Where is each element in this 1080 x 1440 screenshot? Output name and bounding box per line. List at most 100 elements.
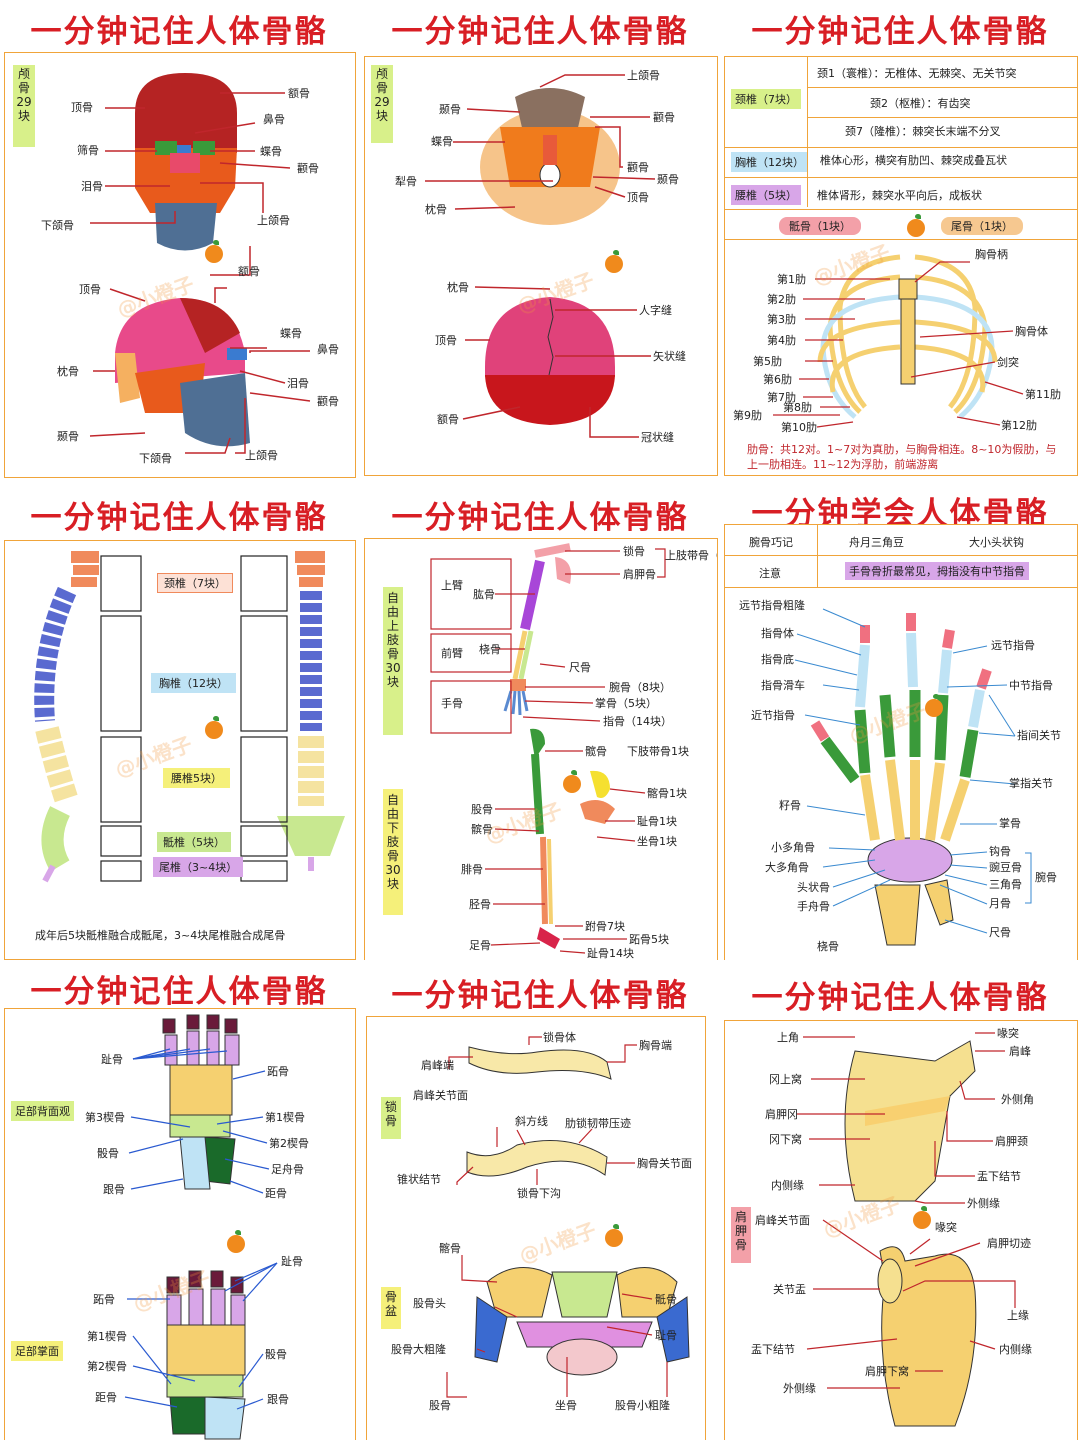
content-box: 足部背面观 足部掌面: [4, 1008, 356, 1440]
orange-icon: [605, 250, 623, 273]
label-coracoid-2: 喙突: [935, 1220, 957, 1234]
tag-lumbar: 腰椎5块）: [163, 768, 230, 788]
label-infraglenoid: 盂下结节: [977, 1170, 1021, 1183]
rib-note: 肋骨：共12对。1~7对为真肋，与胸骨相连。8~10为假肋，与上一肋相连。11~…: [747, 443, 1057, 471]
label-middle-phalanx: 中节指骨: [1009, 678, 1053, 692]
orange-icon: [205, 716, 223, 739]
label-maxilla: 上颌骨: [257, 213, 290, 227]
spine-diagram: [34, 551, 345, 883]
tag-sacrum: 骶骨（1块）: [779, 217, 861, 235]
label-carpals: 腕骨（8块）: [609, 680, 671, 694]
tag-thoracic: 胸椎（12块）: [731, 152, 808, 172]
label-occipital-2: 枕骨: [447, 280, 469, 294]
label-cuneiform-3: 第3楔骨: [85, 1110, 125, 1124]
label-acromial-facet: 肩峰关节面: [755, 1213, 810, 1227]
scapula-diagram: 上角 喙突 肩峰 冈上窝 外侧角 肩胛冈 冈下窝 肩胛颈 盂下结节 内侧缘 外侧…: [751, 1026, 1034, 1427]
label-mandible-2: 下颌骨: [139, 451, 172, 465]
label-toes: 趾骨14块: [587, 946, 634, 960]
tag-lumbar: 腰椎（5块）: [731, 185, 801, 205]
label-spine: 肩胛冈: [765, 1107, 798, 1121]
label-metatarsals: 跖骨: [267, 1065, 289, 1078]
label-ischium: 坐骨: [555, 1399, 577, 1412]
label-toes-2: 趾骨: [281, 1254, 303, 1268]
label-distal-phalanx: 远节指骨: [991, 638, 1035, 652]
tag-cervical: 颈椎（7块）: [157, 573, 233, 593]
label-scaphoid: 手舟骨: [797, 899, 830, 913]
orange-icon: [227, 1230, 245, 1253]
spine-side: [34, 551, 99, 883]
label-ilium: 髂骨: [439, 1241, 461, 1255]
label-phalanx-body: 指骨体: [761, 626, 794, 640]
clavicle-pelvis-diagram: 锁骨体 胸骨端 肩峰端 肩峰关节面 斜方线 肋锁韧带压迹 胸骨关节面 锥状结节 …: [391, 1030, 692, 1412]
skull-side: [115, 298, 250, 447]
label-parietal-2: 顶骨: [435, 334, 457, 347]
label-sphenoid: 蝶骨: [260, 144, 282, 158]
label-trapezoid-line: 斜方线: [515, 1114, 548, 1128]
sternum-body: 胸骨体: [1015, 324, 1048, 338]
tag-foot-plantar: 足部掌面: [11, 1341, 63, 1361]
rib-12: 第12肋: [1001, 418, 1037, 432]
orange-icon: [907, 214, 925, 237]
label-lateral-angle: 外侧角: [1001, 1093, 1034, 1106]
skull-diagrams: 额骨 顶骨 鼻骨 筛骨 蝶骨 颧骨 泪骨 上颌骨 下颌骨 额骨 顶骨 蝶骨 鼻骨…: [41, 73, 339, 465]
side-tag: 肩胛骨: [731, 1207, 751, 1263]
label-tibia: 胫骨: [469, 898, 491, 911]
label-ip-joint: 指间关节: [1017, 728, 1061, 742]
orange-icon: [913, 1206, 931, 1229]
label-pubis: 耻骨: [655, 1328, 677, 1342]
clavicle-top: [468, 1046, 612, 1080]
row-lumbar: 椎体肾形，棘突水平向后，成板状: [817, 189, 982, 202]
label-hand: 手骨: [441, 696, 463, 710]
label-foot: 足骨: [469, 939, 491, 952]
skull-top: [485, 297, 615, 425]
label-pubis: 耻骨1块: [637, 814, 677, 828]
xiphoid: 剑突: [997, 355, 1019, 369]
label-mandible: 下颌骨: [41, 218, 74, 232]
label-neck: 肩胛颈: [995, 1134, 1028, 1148]
label-lunate: 月骨: [989, 897, 1011, 910]
tag-sacral: 骶椎（5块）: [157, 832, 231, 852]
label-triquetrum: 三角骨: [989, 878, 1022, 891]
ribcage-diagram: 第1肋 第2肋 第3肋 第4肋 第5肋 第6肋 第7肋 第8肋 第9肋 第10肋…: [733, 247, 1061, 434]
label-femur: 股骨: [471, 803, 493, 816]
label-cuneiform-2: 第2楔骨: [269, 1136, 309, 1150]
label-zygomatic: 颧骨: [297, 162, 319, 175]
skull-diagrams: 上颌骨 颞骨 颧骨 蝶骨 犁骨 颧骨 颞骨 顶骨 枕骨 枕骨 人字缝 顶骨 矢状…: [395, 68, 686, 444]
label-cuboid-2: 骰骨: [265, 1348, 287, 1361]
tag-coccygeal: 尾椎（3~4块）: [153, 857, 244, 877]
label-capitate: 头状骨: [797, 880, 830, 894]
label-superior-border: 上缘: [1007, 1309, 1029, 1322]
label-proximal-phalanx: 近节指骨: [751, 708, 795, 722]
panel-title: 一分钟记住人体骨骼: [30, 14, 328, 50]
label-cuneiform-1: 第1楔骨: [265, 1110, 305, 1124]
label-shoulder-girdle: 上肢带骨（2块）: [665, 548, 718, 562]
label-calcaneus: 跟骨: [103, 1183, 125, 1196]
label-subclavian-groove: 锁骨下沟: [517, 1186, 561, 1200]
label-metacarpal: 掌骨: [999, 816, 1021, 830]
panel-title: 一分钟记住人体骨骼: [30, 500, 328, 536]
tag-thoracic: 胸椎（12块）: [151, 673, 236, 693]
label-infraglenoid-2: 盂下结节: [751, 1343, 795, 1356]
content-box: 肩胛骨: [724, 1020, 1078, 1440]
label-frontal-2: 额骨: [437, 413, 459, 426]
label-infraspinous: 冈下窝: [769, 1132, 802, 1146]
side-tag-pelvis: 骨盆: [381, 1287, 401, 1329]
label-parietal-2: 顶骨: [79, 283, 101, 296]
label-talus-2: 距骨: [95, 1391, 117, 1404]
label-ethmoid: 筛骨: [77, 143, 99, 157]
content-box: 自由上肢骨30块 自由下肢骨30块: [364, 538, 718, 960]
row-cervical-7: 颈7（隆椎）：棘突长末端不分叉: [845, 125, 1001, 138]
label-radius: 桡骨: [479, 642, 501, 656]
side-tag-upper: 自由上肢骨30块: [383, 587, 403, 735]
panel-title: 一分钟记住人体骨骼: [391, 978, 689, 1014]
label-metatarsals-2: 跖骨: [93, 1293, 115, 1306]
label-acromial-end: 肩峰端: [421, 1058, 454, 1072]
rib-3: 第3肋: [767, 312, 796, 326]
panel-title: 一分钟记住人体骨骼: [30, 974, 328, 1010]
label-femoral-head: 股骨头: [413, 1297, 446, 1310]
content-box: 颅骨29块: [4, 52, 356, 478]
rib-11: 第11肋: [1025, 387, 1061, 401]
label-vomer: 犁骨: [395, 174, 417, 188]
rib-4: 第4肋: [767, 333, 796, 347]
label-cuneiform-1-2: 第1楔骨: [87, 1329, 127, 1343]
